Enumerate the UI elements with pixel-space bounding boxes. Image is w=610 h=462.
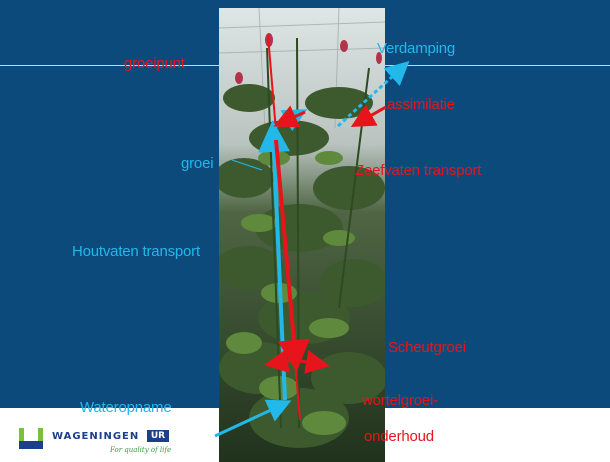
label-groeipunt: groeipunt [124,55,185,72]
zeefvaten-arrow [274,139,310,372]
wageningen-logo: WAGENINGEN UR For quality of life [15,425,205,461]
label-scheutgroei: Scheutgroei [388,339,466,356]
label-groei: groei [181,155,214,172]
label-onderhoud: onderhoud [364,428,434,445]
assimilatie-arrow-left [273,105,306,128]
label-wortelgroei: wortelgroei- [362,392,438,409]
logo-name: WAGENINGEN [52,431,140,442]
assimilatie-arrow [350,104,387,127]
logo-ur-badge: UR [147,430,169,442]
wageningen-logo-mark [19,428,43,449]
label-wateropname: Wateropname [80,399,172,416]
label-houtvaten-transport: Houtvaten transport [72,243,200,260]
label-verdamping: Verdamping [377,40,456,57]
groei-leader-line [231,159,263,171]
verdamping-arrow [336,60,410,128]
logo-tagline: For quality of life [110,446,172,454]
label-zeefvaten-transport: Zeefvaten transport [355,162,482,179]
wateropname-arrow [214,399,292,438]
scheutgroei-arrow-left [264,349,296,374]
scheutgroei-arrow-right [294,350,330,374]
label-assimilatie: assimilatie [387,96,455,113]
